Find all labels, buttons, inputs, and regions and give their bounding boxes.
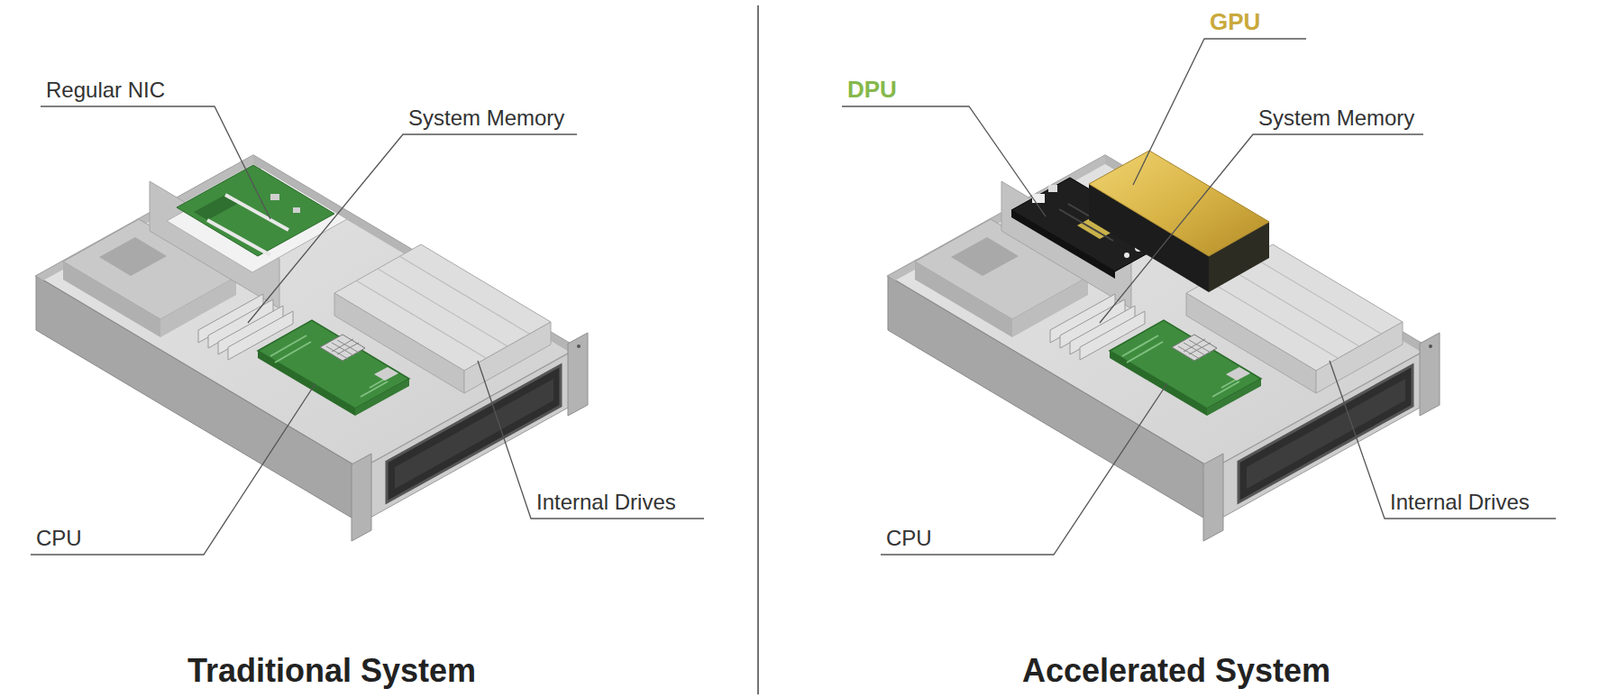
part-label: System Memory	[1258, 105, 1415, 132]
part-label: System Memory	[408, 105, 565, 132]
part-label: Regular NIC	[45, 77, 165, 104]
part-label: CPU	[36, 525, 83, 552]
accelerated-server	[887, 150, 1440, 541]
traditional-server	[36, 155, 588, 541]
leader-lines	[30, 38, 1556, 555]
part-label: Internal Drives	[536, 489, 677, 516]
divider-line	[757, 5, 759, 695]
nic-card	[176, 164, 335, 256]
system-caption: Accelerated System	[1022, 650, 1331, 690]
part-label: DPU	[847, 75, 897, 104]
part-label: CPU	[886, 525, 933, 552]
part-label: GPU	[1209, 8, 1261, 37]
system-caption: Traditional System	[187, 650, 476, 690]
part-label: Internal Drives	[1389, 489, 1530, 516]
gpu-card	[1088, 150, 1270, 256]
